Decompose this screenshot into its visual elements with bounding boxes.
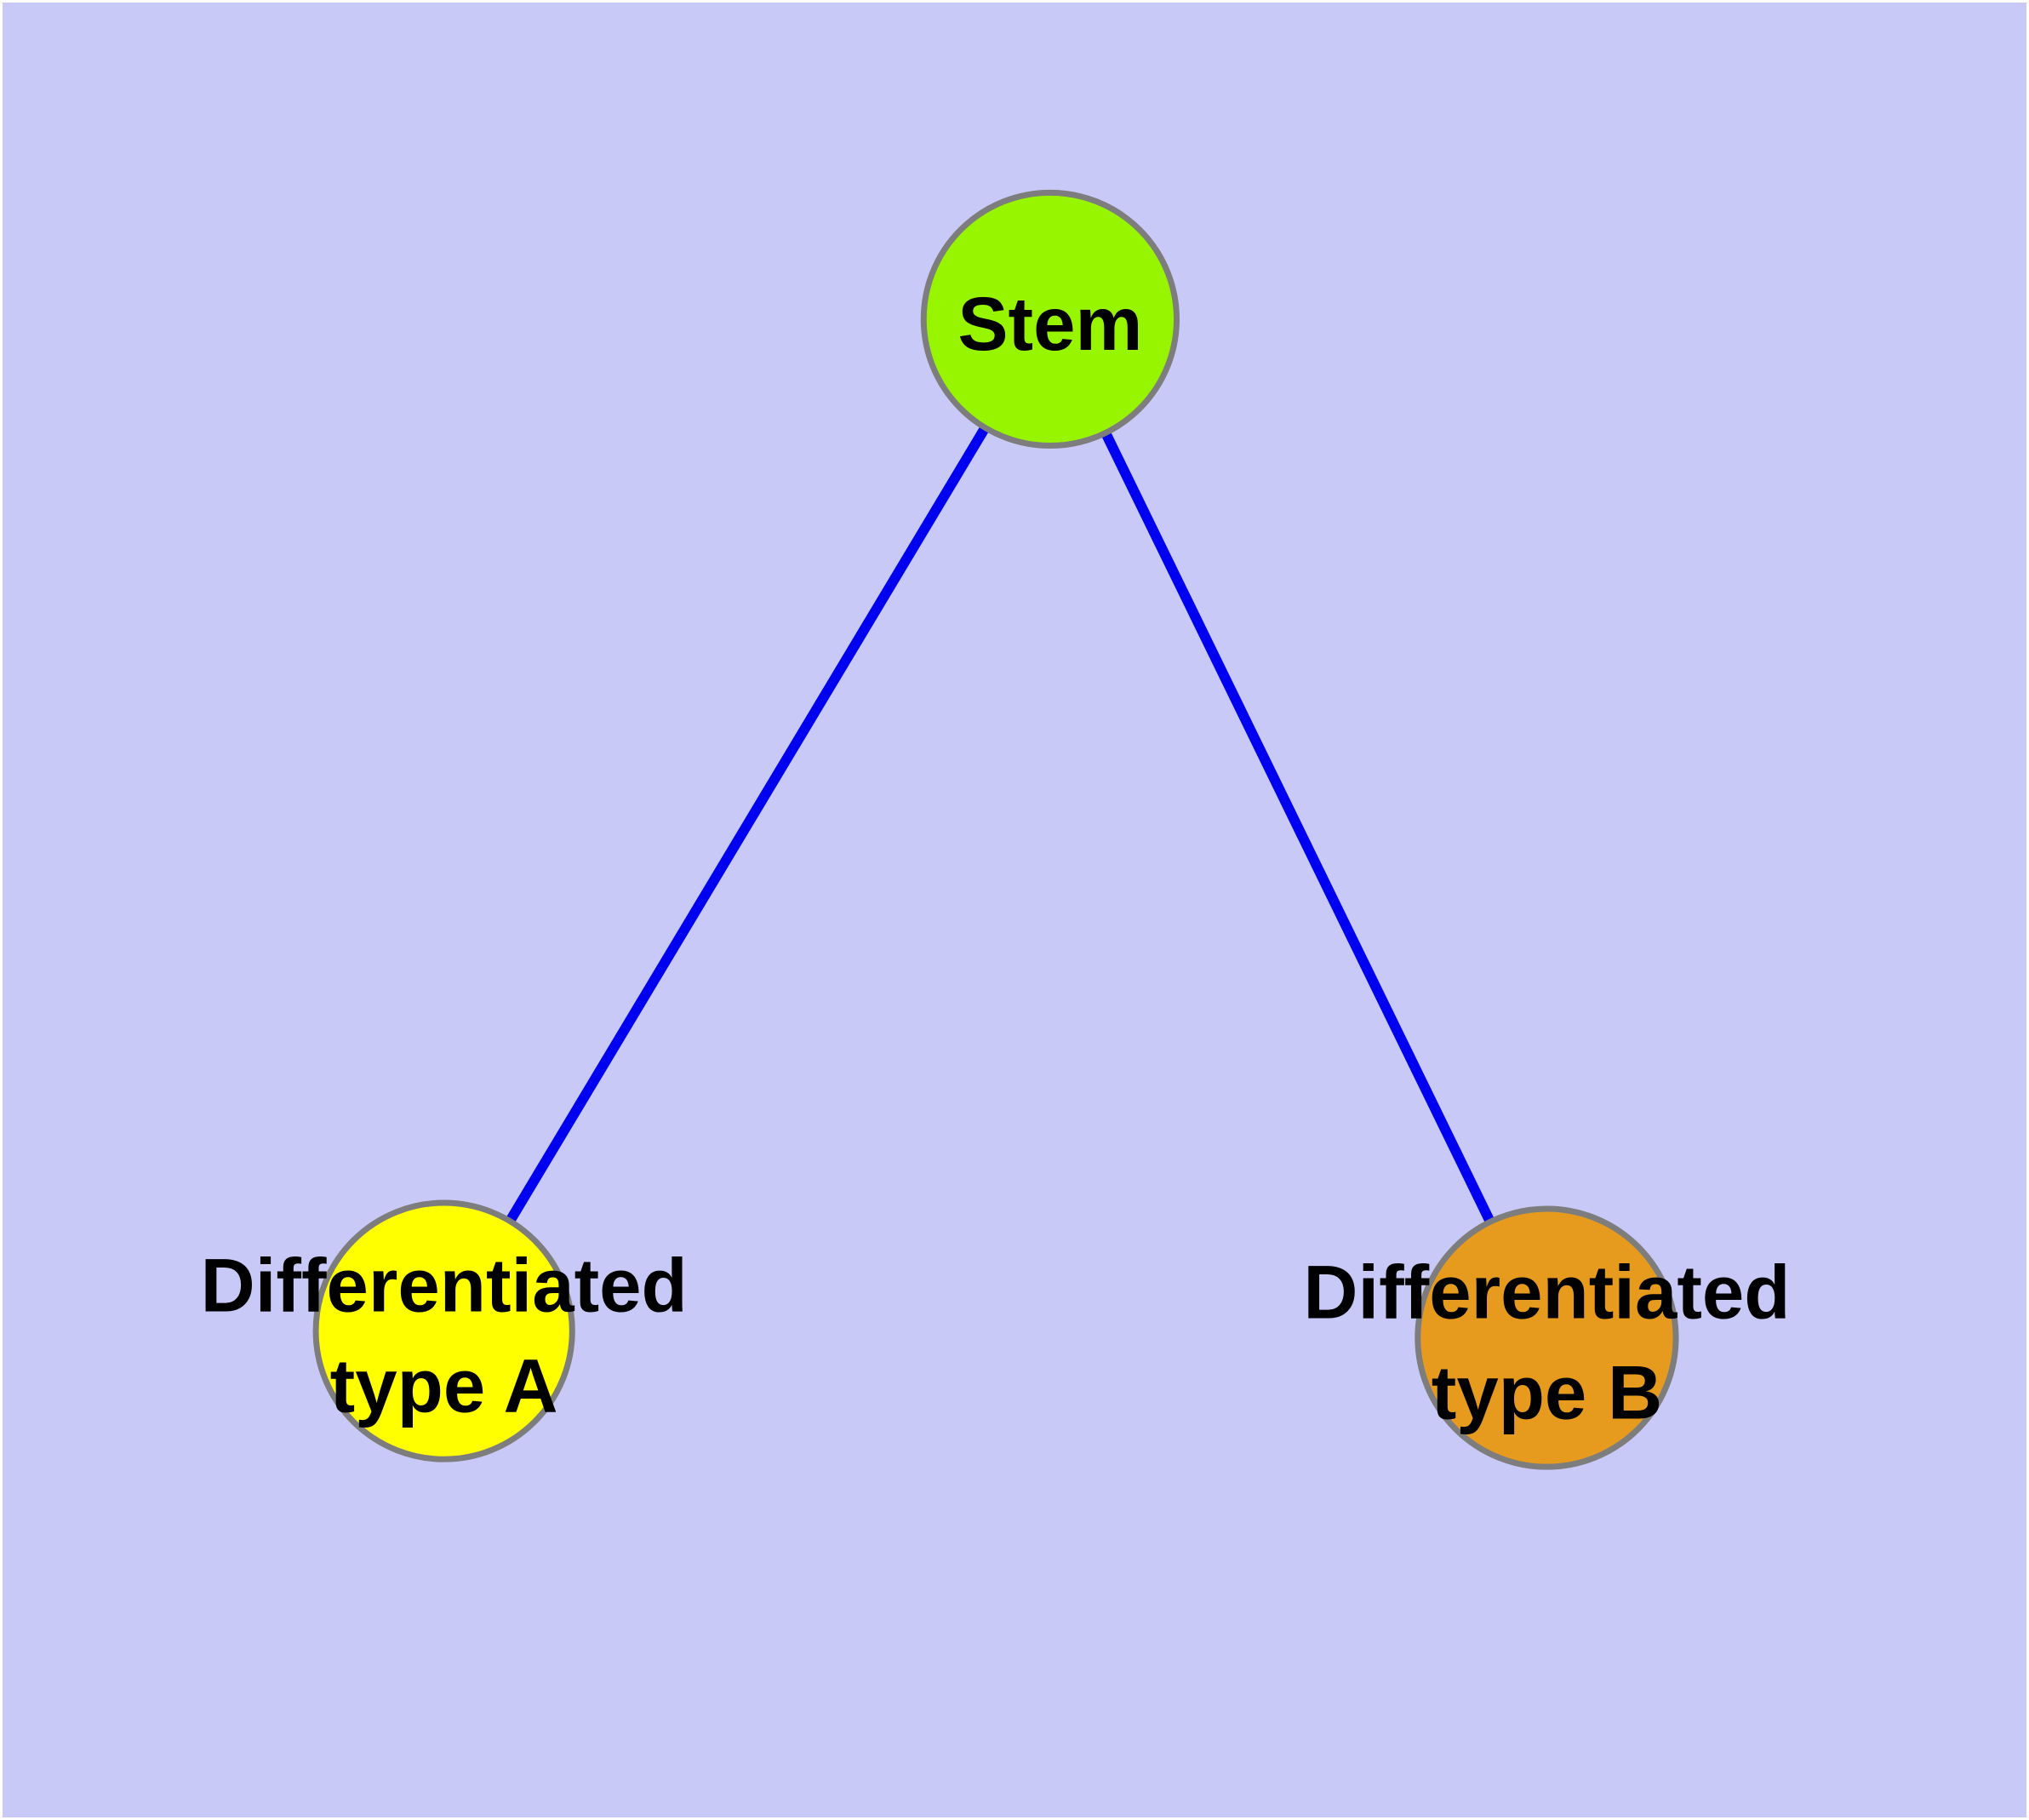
node-stem: [920, 189, 1180, 449]
node-label-line: type A: [330, 1343, 558, 1428]
edge-stem-to-differentiated-type-a: [439, 316, 1055, 1334]
node-label-line: Differentiated: [201, 1244, 688, 1328]
node-label-line: type B: [1432, 1350, 1662, 1434]
edge-stem-to-differentiated-type-b: [1045, 317, 1552, 1341]
node-label-stem: Stem: [957, 282, 1142, 366]
node-label-differentiated-type-b: Differentiated type B: [1303, 1251, 1790, 1435]
node-differentiated-type-a: [312, 1199, 575, 1462]
node-differentiated-type-b: [1415, 1205, 1679, 1470]
node-label-line: Differentiated: [1303, 1251, 1790, 1335]
node-label-line: Stem: [957, 282, 1142, 366]
node-label-differentiated-type-a: Differentiated type A: [201, 1244, 688, 1428]
